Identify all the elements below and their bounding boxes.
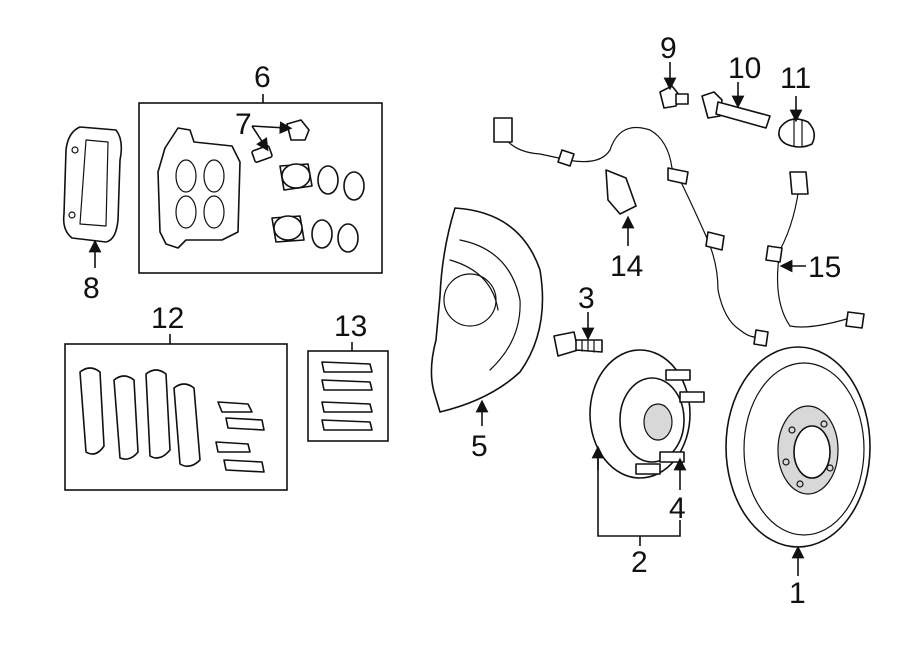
pad-clip-set-part[interactable] <box>215 401 265 473</box>
callout-12: 12 <box>151 302 184 335</box>
rear-sensor-harness-part[interactable] <box>765 171 865 329</box>
hardware-clip-part[interactable] <box>321 361 373 431</box>
guide-boot-part[interactable] <box>778 117 816 148</box>
callout-6: 6 <box>254 61 271 94</box>
callout-1: 1 <box>789 577 806 610</box>
callout-4: 4 <box>669 492 686 525</box>
hardware-kit-box <box>307 350 389 442</box>
callout-15: 15 <box>808 251 841 284</box>
callout-2: 2 <box>631 546 648 579</box>
callout-8: 8 <box>83 272 100 305</box>
callout-11: 11 <box>780 62 811 95</box>
caliper-kit-box <box>138 102 383 274</box>
callout-7: 7 <box>235 108 252 141</box>
callout-10: 10 <box>728 52 761 85</box>
leader-7b <box>251 121 293 135</box>
callout-13: 13 <box>334 310 367 343</box>
wheel-stud-part[interactable] <box>635 369 705 475</box>
splash-shield-part[interactable] <box>430 207 544 413</box>
leader-2 <box>597 456 681 537</box>
brake-rotor-part[interactable] <box>725 346 871 548</box>
brake-pads-box <box>64 343 288 491</box>
callout-14: 14 <box>610 250 643 283</box>
callout-5: 5 <box>471 430 488 463</box>
bleeder-screw-part[interactable] <box>659 85 689 109</box>
leader-7a <box>251 125 269 152</box>
brake-pad-bracket-part[interactable] <box>62 126 123 243</box>
guide-pin-part[interactable] <box>701 91 771 129</box>
caliper-housing-part[interactable] <box>157 127 241 249</box>
hub-bolt-part[interactable] <box>553 331 603 357</box>
brake-pad-set-part[interactable] <box>79 367 201 468</box>
abs-sensor-harness-part[interactable] <box>493 117 769 347</box>
wheel-hub-part[interactable] <box>589 349 691 479</box>
callout-9: 9 <box>660 32 677 65</box>
callout-3: 3 <box>578 282 595 315</box>
caliper-piston-seal-part[interactable] <box>271 163 365 253</box>
